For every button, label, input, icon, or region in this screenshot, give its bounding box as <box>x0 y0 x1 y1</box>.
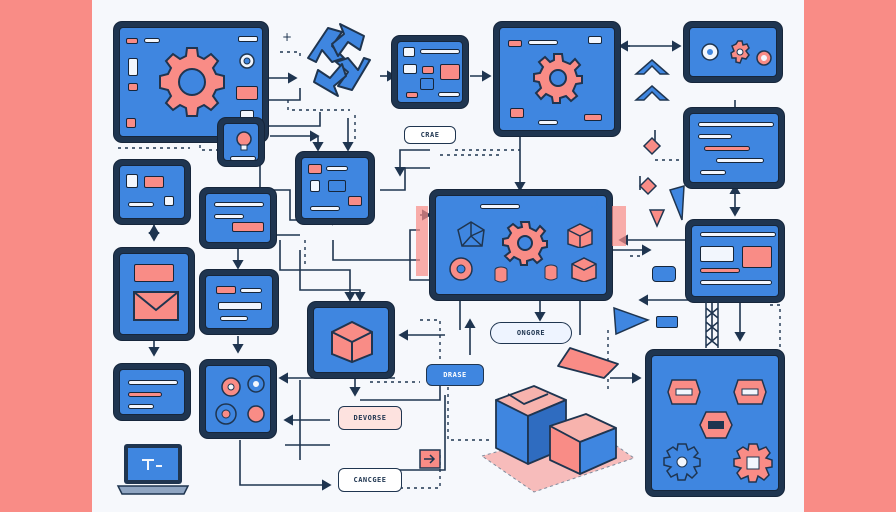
gear-icon <box>733 379 767 405</box>
gear-icon <box>733 443 773 483</box>
mouse-pointer-icon <box>613 306 651 336</box>
mail-panel[interactable] <box>114 248 194 340</box>
decision-diamond-icons <box>638 136 685 228</box>
gear-icon <box>221 377 241 397</box>
gear-icon <box>215 403 237 425</box>
automation-gears-panel[interactable] <box>646 350 784 496</box>
gear-settings-screen <box>119 27 263 137</box>
lightbulb-panel[interactable] <box>218 118 264 166</box>
gear-icon <box>756 50 772 66</box>
central-process-panel[interactable] <box>430 190 612 300</box>
workflow-gear-panel[interactable] <box>494 22 620 136</box>
ongore-label[interactable]: ONGORE <box>490 322 572 344</box>
envelope-icon <box>133 291 179 321</box>
gear-icon <box>533 53 583 104</box>
gear-settings-panel[interactable] <box>114 22 268 142</box>
arrow-chip-icon <box>419 449 441 469</box>
chevron-up-icons <box>634 59 670 101</box>
flowchart-panel[interactable] <box>296 152 374 224</box>
laptop-icon <box>116 444 190 495</box>
gear-icon <box>667 379 701 405</box>
plus-mark: + <box>282 30 293 44</box>
gear-icon <box>663 443 701 481</box>
camera-tag <box>652 266 676 282</box>
settings-list-panel[interactable] <box>200 188 276 248</box>
cycle-arrows-icon <box>307 23 371 97</box>
gear-icon <box>701 43 719 61</box>
sparkle-icon <box>590 200 604 214</box>
task-list-panel[interactable] <box>684 108 784 188</box>
small-gear-icon <box>239 53 255 69</box>
lightbulb-icon <box>236 131 252 151</box>
gear-icon <box>247 405 265 423</box>
central-panel-backdrop-right <box>612 206 626 246</box>
gears-status-panel[interactable] <box>684 22 782 82</box>
devorse-label[interactable]: DEVORSE <box>338 406 402 430</box>
gear-icon <box>699 411 733 439</box>
package-icon <box>331 320 373 364</box>
gear-icon <box>502 221 548 266</box>
package-panel[interactable] <box>308 302 394 378</box>
gear-icon <box>449 257 473 281</box>
central-panel-backdrop <box>416 206 428 276</box>
crae-label[interactable]: CRAE <box>404 126 456 144</box>
tower-icon <box>705 302 719 348</box>
left-side-band <box>0 0 92 512</box>
right-side-band <box>804 0 896 512</box>
gear-cluster-panel[interactable] <box>200 360 276 438</box>
content-panel[interactable] <box>114 364 190 420</box>
form-panel[interactable] <box>392 36 468 108</box>
media-panel[interactable] <box>114 160 190 224</box>
gear-icon <box>730 40 750 64</box>
package-stack-illustration <box>480 347 636 493</box>
cancgee-label[interactable]: CANCGEE <box>338 468 402 492</box>
dashboard-panel[interactable] <box>686 220 784 302</box>
gear-icon <box>247 375 265 393</box>
small-blue-tag <box>656 316 678 328</box>
database-icon <box>494 266 508 283</box>
package-icon <box>567 223 593 248</box>
layers-panel[interactable] <box>200 270 278 334</box>
molecule-icon <box>457 221 485 247</box>
package-icon <box>571 257 597 282</box>
database-icon <box>544 264 558 281</box>
drase-label[interactable]: DRASE <box>426 364 484 386</box>
gear-icon <box>159 47 225 117</box>
